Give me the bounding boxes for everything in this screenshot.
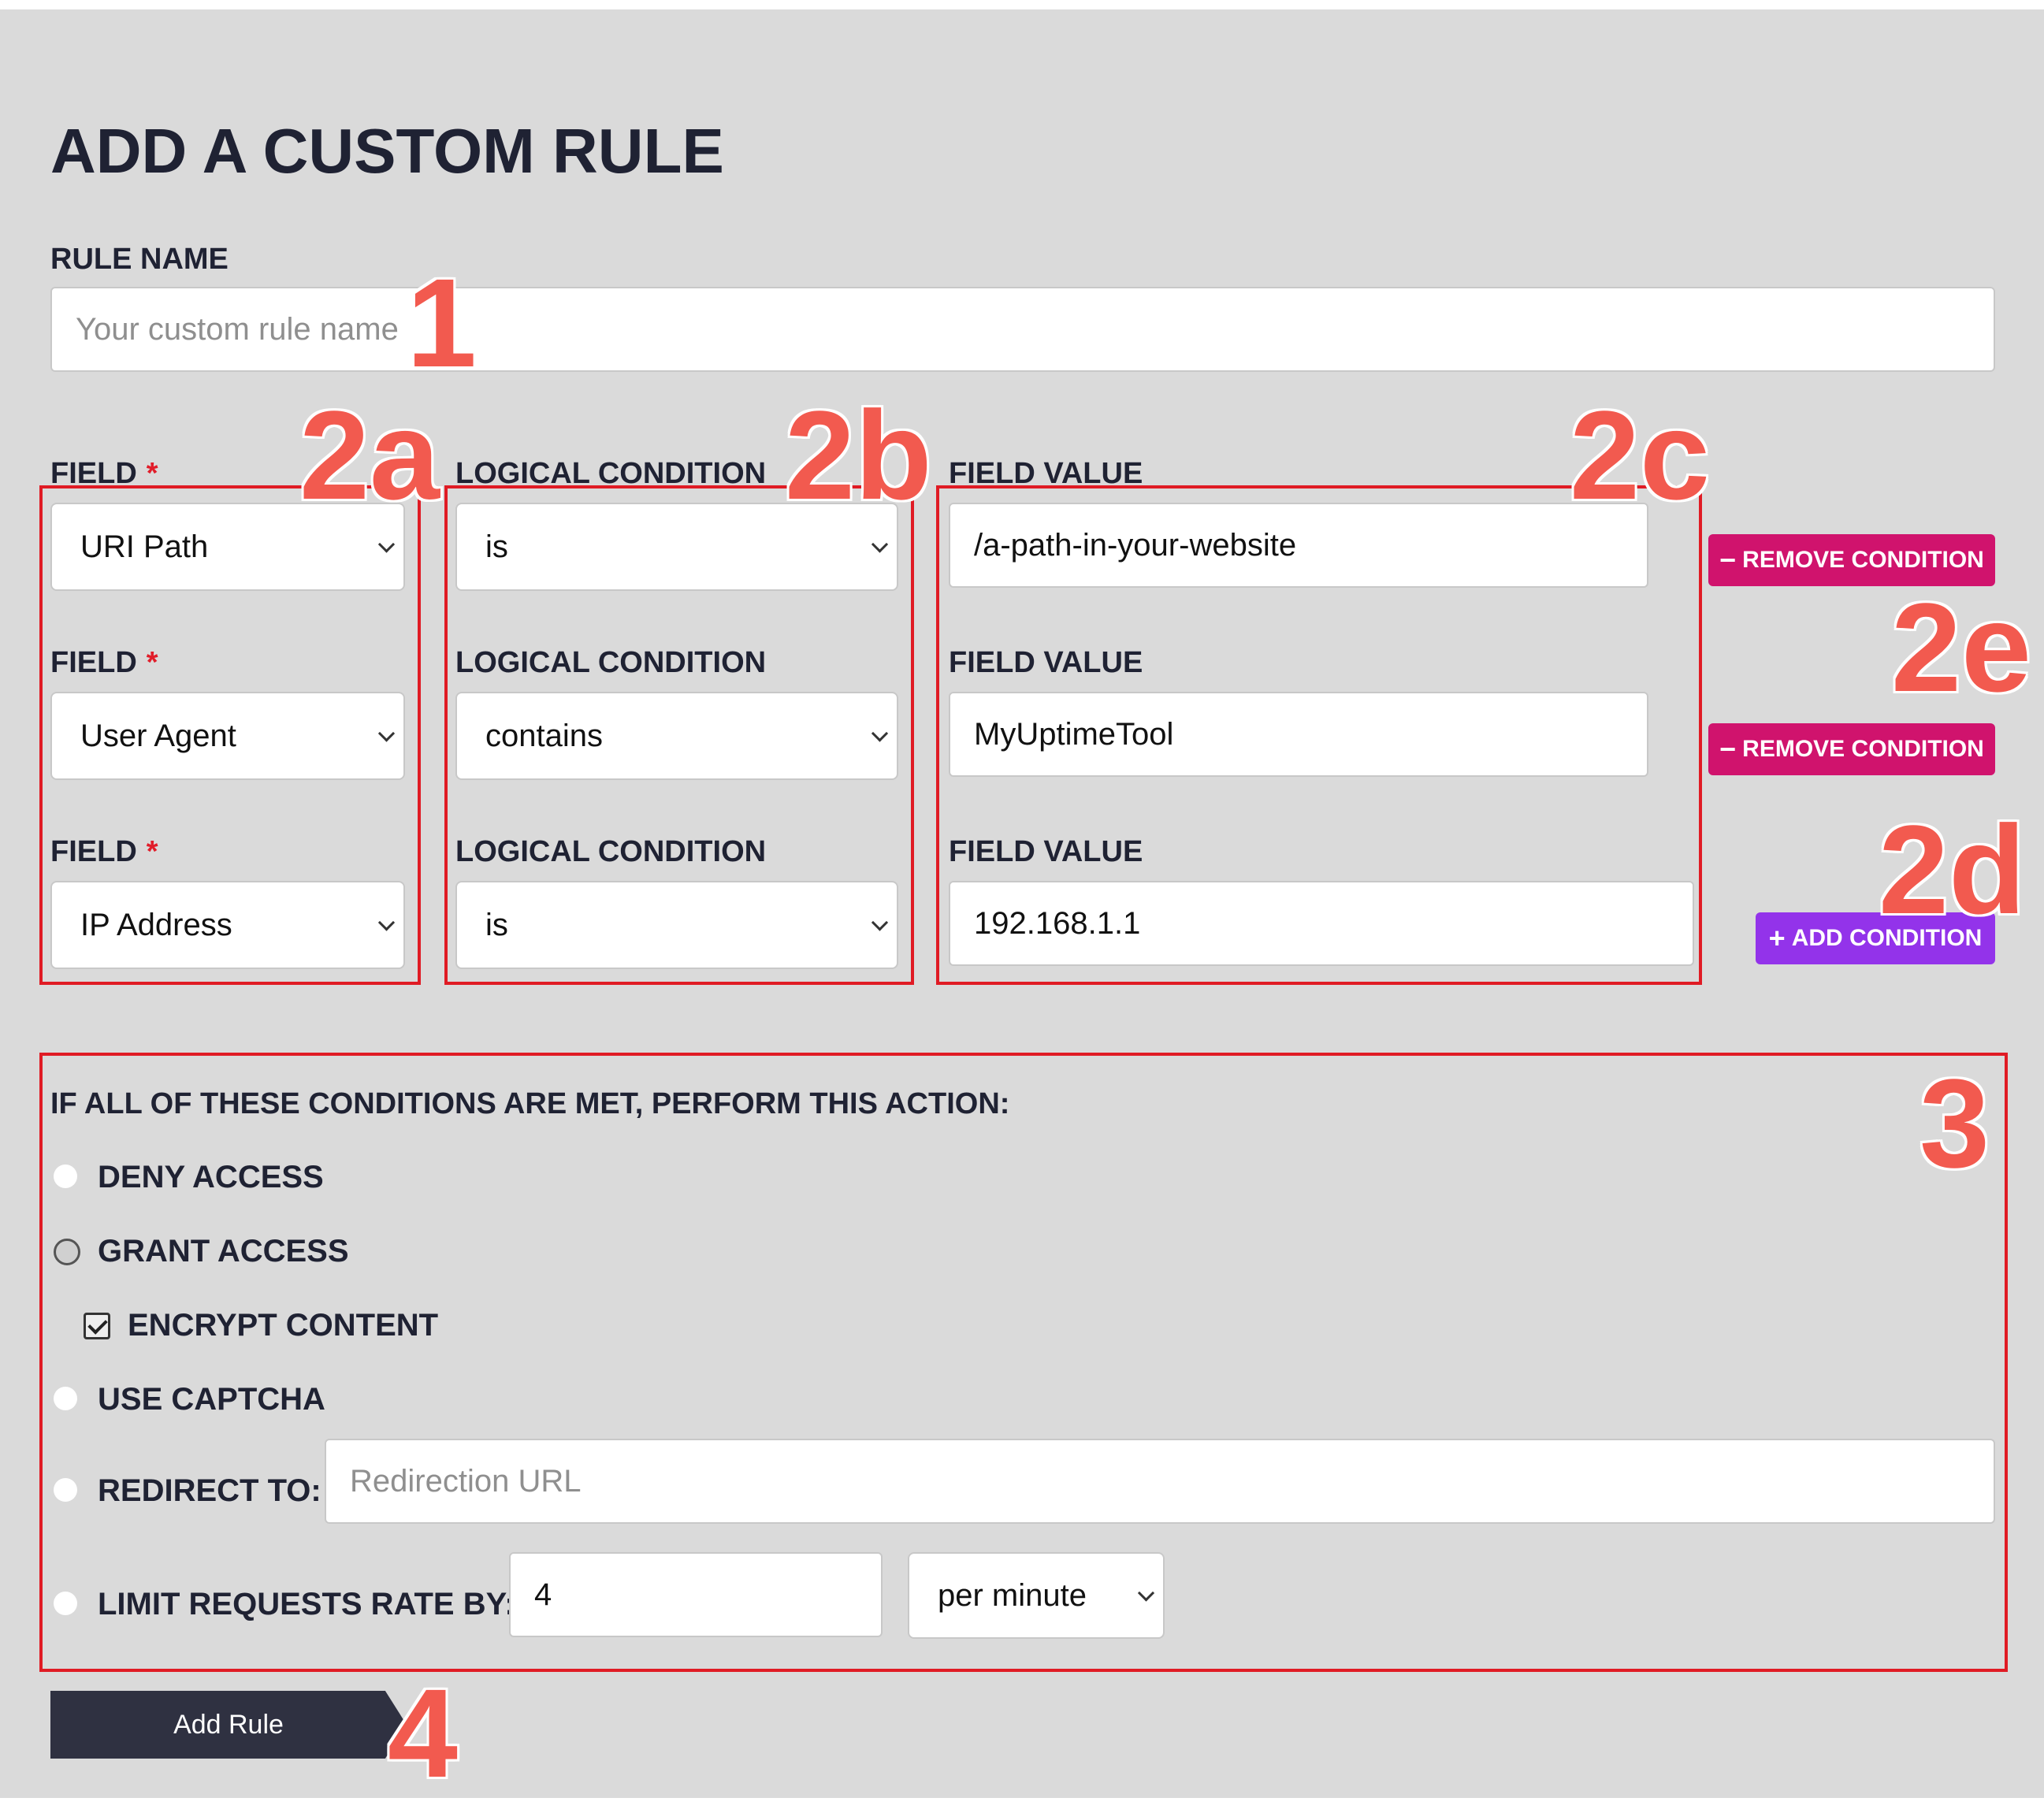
limit-rate-label: LIMIT REQUESTS RATE BY: xyxy=(98,1587,515,1621)
field-label: FIELD* xyxy=(50,835,158,868)
annotation-4: 4 xyxy=(388,1662,458,1803)
redirect-radio[interactable] xyxy=(54,1478,77,1502)
add-condition-button[interactable]: +ADD CONDITION xyxy=(1756,912,1995,964)
annotation-2a: 2a xyxy=(299,384,440,526)
field-select-1[interactable]: URI Path xyxy=(50,503,405,591)
annotation-3: 3 xyxy=(1920,1053,1990,1194)
highlight-box-action xyxy=(39,1053,2008,1672)
logical-condition-select-3[interactable]: is xyxy=(455,881,898,969)
redirect-label: REDIRECT TO: xyxy=(98,1473,321,1508)
add-rule-button[interactable]: Add Rule xyxy=(50,1691,407,1759)
logical-condition-label: LOGICAL CONDITION xyxy=(455,457,767,490)
use-captcha-label: USE CAPTCHA xyxy=(98,1382,325,1417)
annotation-2e: 2e xyxy=(1891,577,2031,718)
deny-access-label: DENY ACCESS xyxy=(98,1160,324,1194)
field-value-input-3[interactable] xyxy=(949,881,1694,966)
remove-condition-button-2[interactable]: −REMOVE CONDITION xyxy=(1708,723,1995,775)
field-value-input-2[interactable] xyxy=(949,692,1648,777)
field-select-2[interactable]: User Agent xyxy=(50,692,405,780)
highlight-box-field xyxy=(39,485,421,985)
grant-access-label: GRANT ACCESS xyxy=(98,1234,349,1269)
field-value-input-1[interactable] xyxy=(949,503,1648,588)
grant-access-radio[interactable] xyxy=(54,1239,80,1265)
annotation-1: 1 xyxy=(407,252,477,393)
custom-rule-form: ADD A CUSTOM RULE RULE NAME FIELD* LOGIC… xyxy=(0,9,2044,1798)
encrypt-content-label: ENCRYPT CONTENT xyxy=(128,1308,439,1343)
logical-condition-label: LOGICAL CONDITION xyxy=(455,646,767,679)
plus-icon: + xyxy=(1768,922,1786,954)
logical-condition-select-2[interactable]: contains xyxy=(455,692,898,780)
limit-unit-select[interactable]: per minute xyxy=(908,1552,1165,1639)
rule-name-label: RULE NAME xyxy=(50,243,229,276)
highlight-box-logical xyxy=(444,485,914,985)
action-heading: IF ALL OF THESE CONDITIONS ARE MET, PERF… xyxy=(50,1087,1010,1120)
logical-condition-select-1[interactable]: is xyxy=(455,503,898,591)
use-captcha-radio[interactable] xyxy=(54,1387,77,1410)
annotation-2c: 2c xyxy=(1570,384,1710,526)
rule-name-input[interactable] xyxy=(50,287,1995,372)
redirect-url-input[interactable] xyxy=(325,1439,1995,1524)
field-label: FIELD* xyxy=(50,457,158,490)
highlight-box-value xyxy=(936,485,1702,985)
chevron-down-icon xyxy=(1137,1584,1155,1602)
limit-rate-radio[interactable] xyxy=(54,1592,77,1615)
encrypt-content-checkbox[interactable] xyxy=(84,1313,110,1339)
logical-condition-label: LOGICAL CONDITION xyxy=(455,835,767,868)
checkmark-icon xyxy=(87,1314,108,1335)
minus-icon: − xyxy=(1719,544,1737,576)
annotation-2b: 2b xyxy=(785,384,932,526)
deny-access-radio[interactable] xyxy=(54,1165,77,1188)
annotation-2d: 2d xyxy=(1879,799,2026,940)
field-label: FIELD* xyxy=(50,646,158,679)
field-value-label: FIELD VALUE xyxy=(949,457,1143,490)
remove-condition-button-1[interactable]: −REMOVE CONDITION xyxy=(1708,534,1995,586)
minus-icon: − xyxy=(1719,733,1737,765)
field-select-3[interactable]: IP Address xyxy=(50,881,405,969)
field-value-label: FIELD VALUE xyxy=(949,646,1143,679)
page-title: ADD A CUSTOM RULE xyxy=(50,116,724,186)
limit-rate-input[interactable] xyxy=(509,1552,883,1637)
field-value-label: FIELD VALUE xyxy=(949,835,1143,868)
